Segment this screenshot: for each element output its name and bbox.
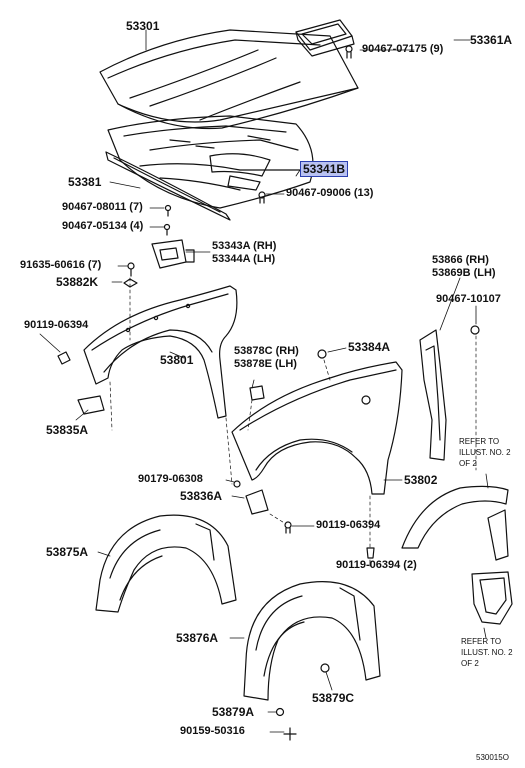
label-53869b[interactable]: 53869B (LH) [432, 267, 496, 279]
label-53343a[interactable]: 53343A (RH) [212, 240, 277, 252]
label-90467-05134[interactable]: 90467-05134 (4) [62, 220, 144, 232]
fender-small-brackets [78, 386, 268, 514]
label-53801[interactable]: 53801 [160, 353, 194, 367]
label-53878e[interactable]: 53878E (LH) [234, 358, 297, 370]
label-53835a[interactable]: 53835A [46, 423, 89, 437]
label-91635-60616[interactable]: 91635-60616 (7) [20, 259, 102, 271]
front-fender-lh [232, 362, 402, 494]
label-90467-10107[interactable]: 90467-10107 [436, 293, 501, 305]
front-fender-rh [84, 286, 237, 418]
label-90467-07175[interactable]: 90467-07175 (9) [362, 43, 444, 55]
label-53301[interactable]: 53301 [126, 19, 160, 33]
label-53802[interactable]: 53802 [404, 473, 438, 487]
fender-liner-rear [244, 582, 380, 700]
hood-weatherstrip [106, 152, 230, 220]
leader-lines [40, 30, 488, 732]
label-53879a[interactable]: 53879A [212, 705, 255, 719]
fender-apron-seal [420, 330, 446, 460]
label-53341b[interactable]: 53341B [300, 161, 349, 177]
label-53381[interactable]: 53381 [68, 175, 102, 189]
fender-liner-front [96, 515, 236, 612]
label-53875a[interactable]: 53875A [46, 545, 89, 559]
label-53836a[interactable]: 53836A [180, 489, 223, 503]
refer-note-top[interactable]: REFER TO ILLUST. NO. 2 OF 2 [459, 437, 511, 468]
label-53344a[interactable]: 53344A (LH) [212, 253, 276, 265]
illustration-ref-code: 530015O [476, 753, 509, 762]
label-53876a[interactable]: 53876A [176, 631, 219, 645]
label-90179-06308[interactable]: 90179-06308 [138, 473, 203, 485]
label-53879c[interactable]: 53879C [312, 691, 355, 705]
label-53361a[interactable]: 53361A [470, 33, 513, 47]
label-53882k[interactable]: 53882K [56, 275, 99, 289]
dashed-guides [110, 278, 476, 548]
hood-panel [100, 30, 358, 129]
fastener-icons [58, 46, 479, 740]
refer-note-bottom[interactable]: REFER TO ILLUST. NO. 2 OF 2 [461, 637, 513, 668]
label-53384a[interactable]: 53384A [348, 340, 391, 354]
label-53866[interactable]: 53866 (RH) [432, 254, 489, 266]
label-90119-06394-a[interactable]: 90119-06394 [24, 319, 89, 331]
label-90467-08011[interactable]: 90467-08011 (7) [62, 201, 143, 213]
fender-flare [402, 486, 508, 560]
label-90119-06394-b[interactable]: 90119-06394 [316, 519, 381, 531]
label-90159-50316[interactable]: 90159-50316 [180, 725, 245, 737]
label-53878c[interactable]: 53878C (RH) [234, 345, 299, 357]
label-90467-09006[interactable]: 90467-09006 (13) [286, 187, 374, 199]
hood-bracket-part [296, 20, 354, 56]
label-90119-06394-c[interactable]: 90119-06394 (2) [336, 559, 417, 571]
hood-hinge-bracket [152, 240, 194, 268]
hood-inner-frame [108, 116, 313, 208]
mud-flap [472, 572, 512, 624]
